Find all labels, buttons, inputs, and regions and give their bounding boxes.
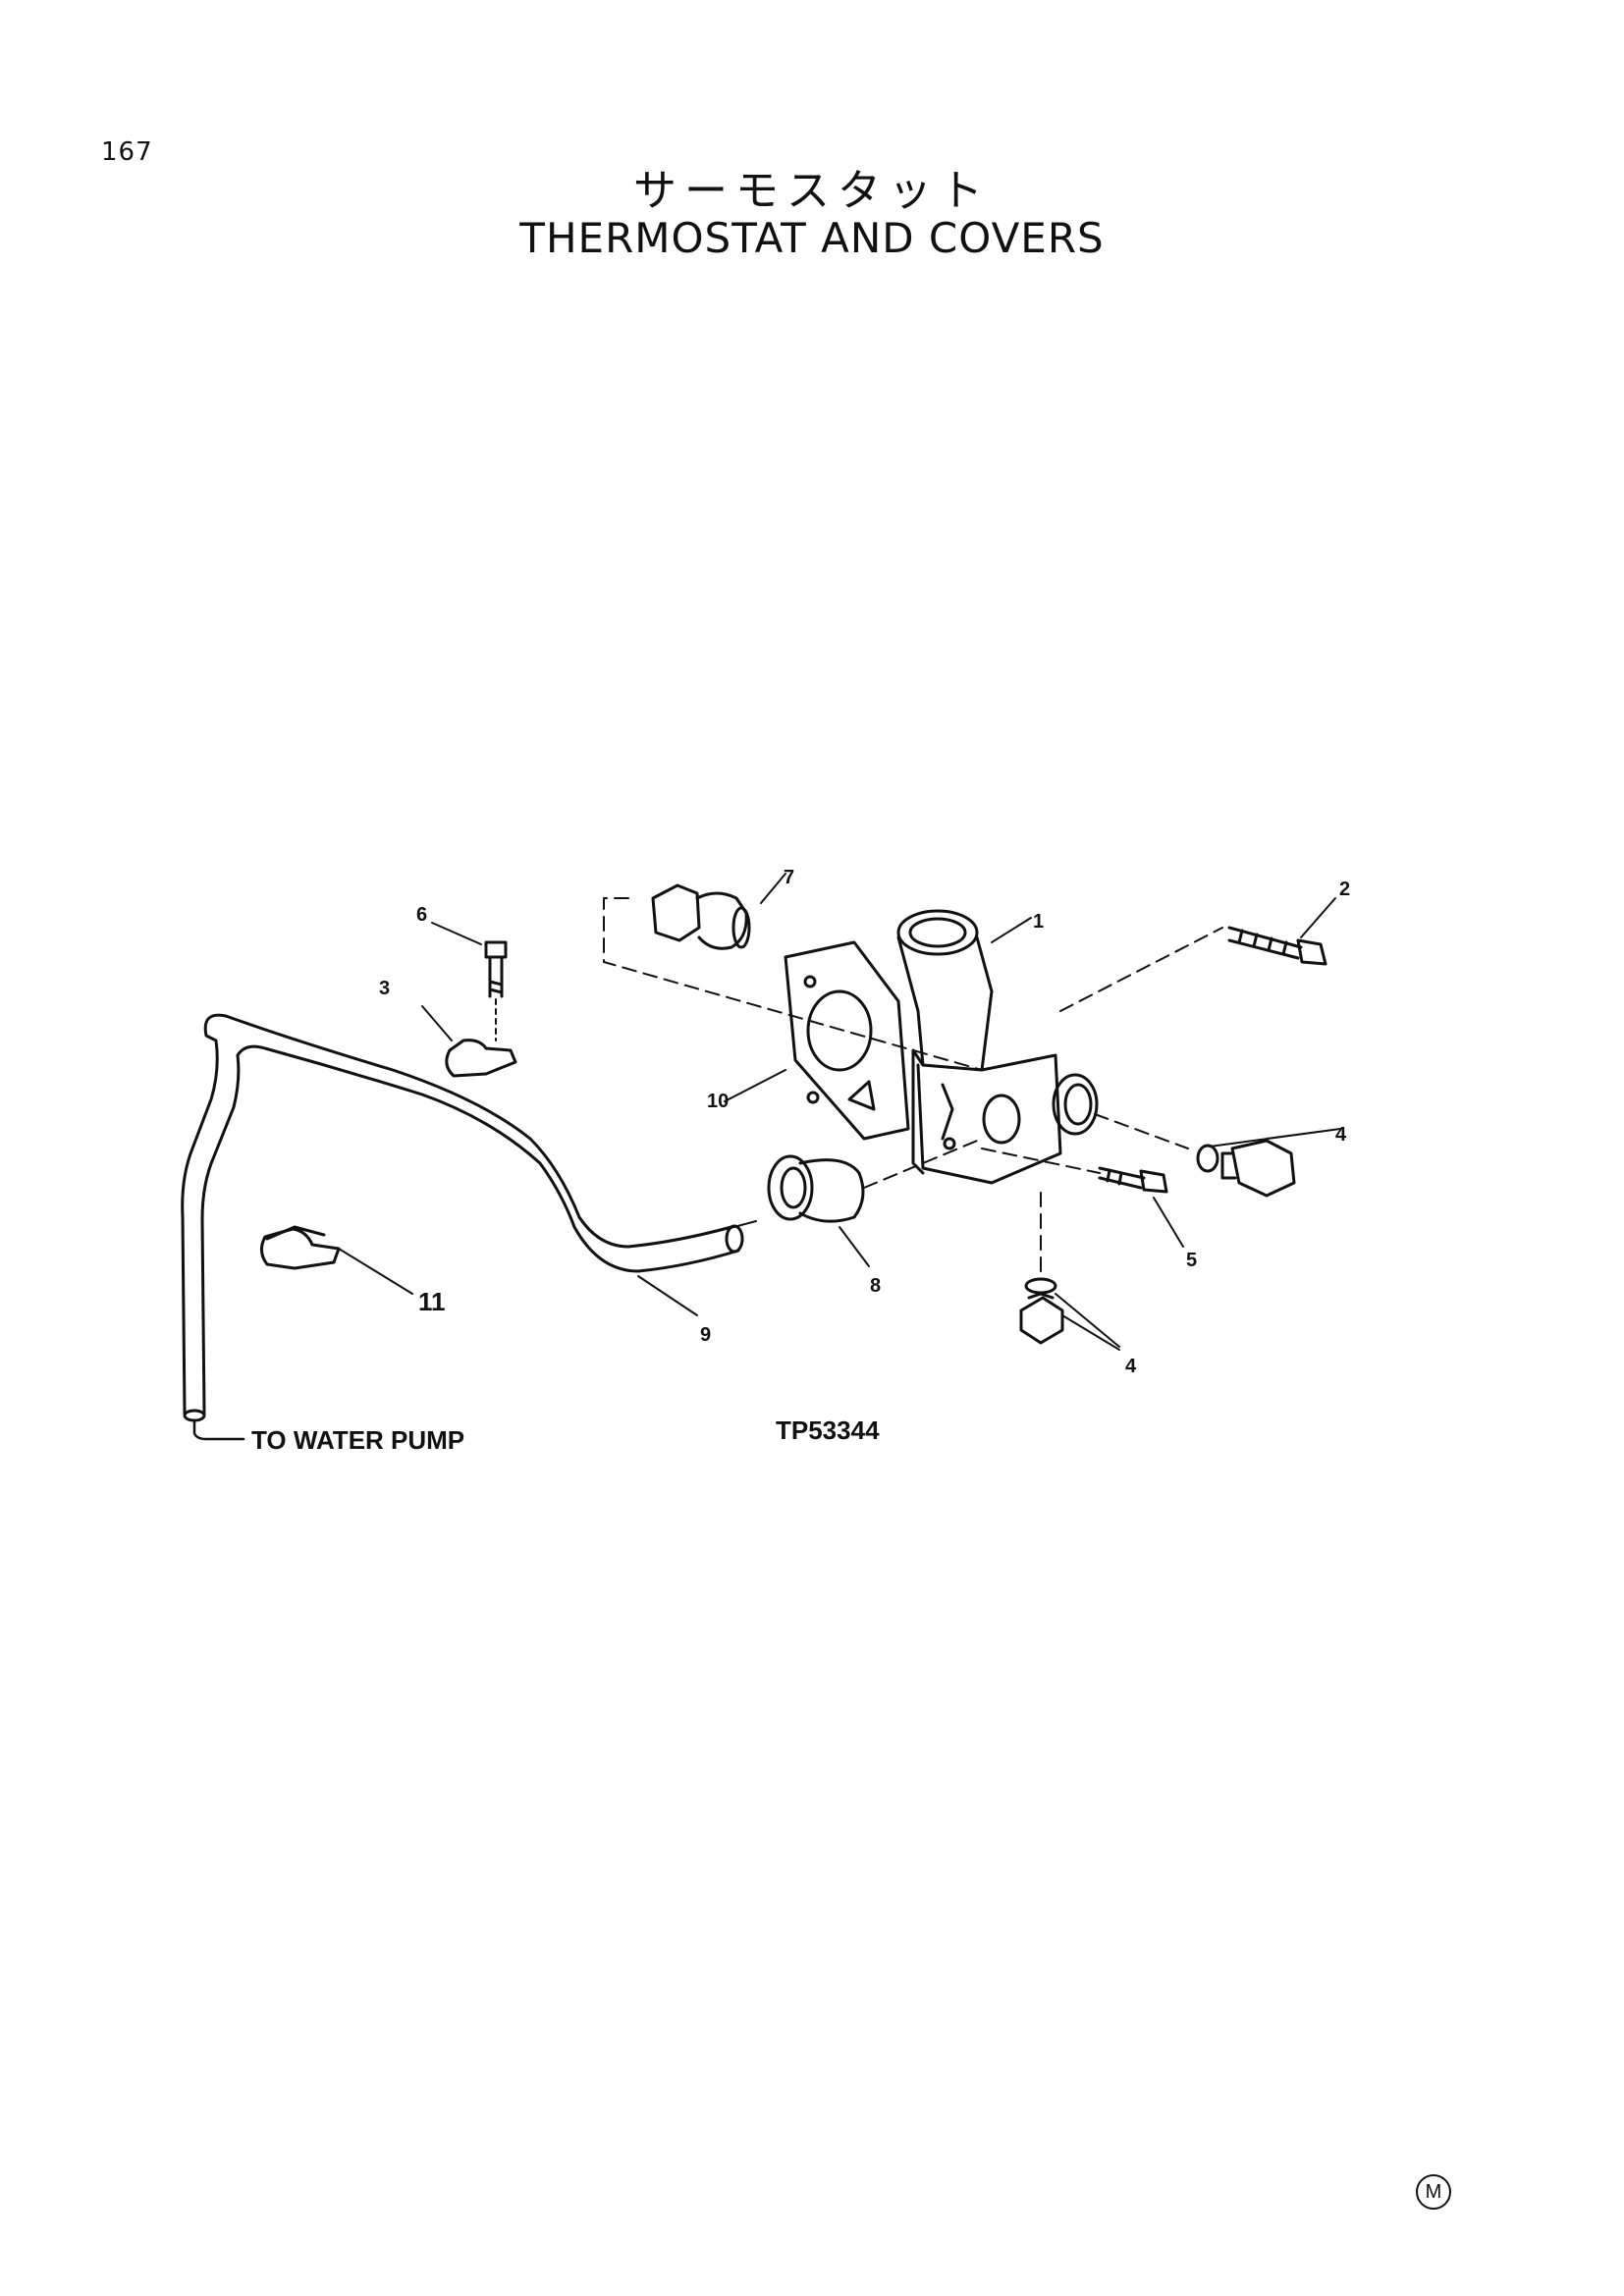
callout-11: 11 xyxy=(418,1287,446,1316)
label-to-water-pump: TO WATER PUMP xyxy=(251,1425,464,1455)
callout-1: 1 xyxy=(1033,911,1044,933)
gasket-10 xyxy=(724,940,910,1141)
drawing-code: TP53344 xyxy=(776,1415,880,1445)
water-pump-leader-line xyxy=(192,1418,245,1441)
page-number: 167 xyxy=(101,137,153,167)
manufacturer-mark: M xyxy=(1416,2174,1451,2210)
header: 167 サーモスタット THERMOSTAT AND COVERS xyxy=(0,0,1624,294)
callout-10: 10 xyxy=(707,1091,729,1112)
callout-5: 5 xyxy=(1186,1250,1197,1271)
hose-clamp-11 xyxy=(260,1225,413,1295)
thermostat-housing-1 xyxy=(896,909,1223,1185)
bolt-2 xyxy=(1227,897,1336,966)
callout-2: 2 xyxy=(1339,879,1350,900)
callout-3: 3 xyxy=(379,978,390,999)
plug-4-right xyxy=(1094,1113,1341,1198)
callout-6: 6 xyxy=(416,904,427,926)
coolant-hose xyxy=(181,1013,744,1422)
bolt-5 xyxy=(981,1148,1184,1248)
callout-9: 9 xyxy=(700,1324,711,1346)
callout-8: 8 xyxy=(870,1275,881,1297)
hose-clamp-3 xyxy=(421,1005,517,1078)
callout-4-right: 4 xyxy=(1335,1124,1347,1146)
title-english: THERMOSTAT AND COVERS xyxy=(519,214,1105,262)
callout-7: 7 xyxy=(784,867,794,888)
fitting-7 xyxy=(603,873,983,1071)
title-japanese: サーモスタット xyxy=(633,166,991,216)
bolt-6 xyxy=(431,922,508,1041)
thermostat-8 xyxy=(637,1138,983,1316)
plug-4-bottom xyxy=(1019,1192,1120,1351)
callout-4-bottom: 4 xyxy=(1125,1356,1137,1377)
